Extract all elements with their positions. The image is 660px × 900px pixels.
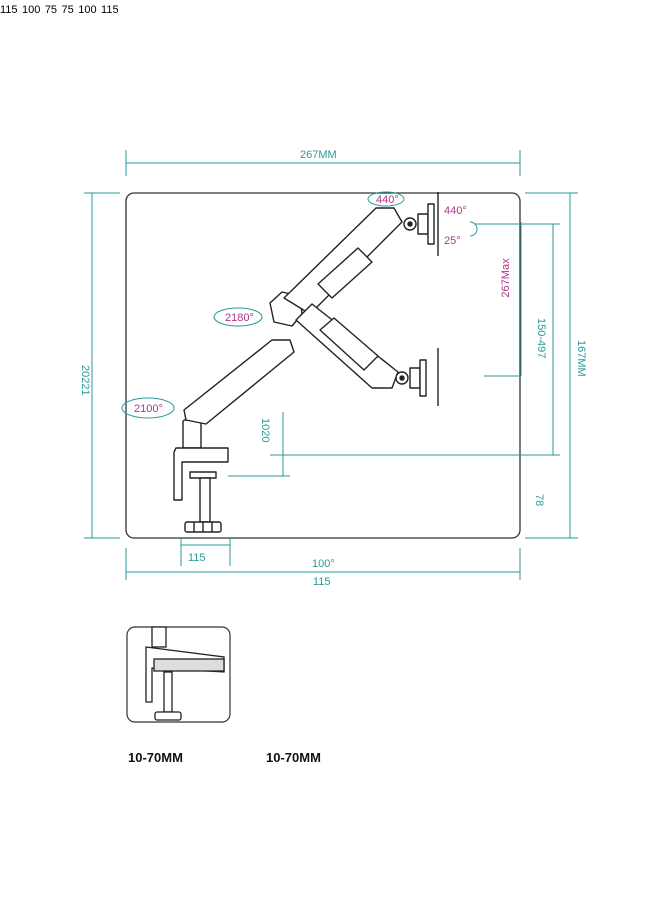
clamp-2-label: 10-70MM bbox=[266, 750, 321, 765]
rotation-indicators bbox=[121, 191, 478, 419]
base-rotation-label: 2100° bbox=[134, 403, 163, 415]
top-rotation-label: 440° bbox=[376, 194, 399, 206]
upper-arm-top-spring bbox=[317, 247, 373, 299]
clamp-detail-1 bbox=[126, 626, 231, 723]
reach-label: 267Max bbox=[500, 258, 512, 298]
tilt-down-label: 25° bbox=[444, 235, 461, 247]
top-rotation-icon bbox=[367, 191, 405, 207]
elbow-rotation-label: 2180° bbox=[225, 312, 254, 324]
base-width-dimension bbox=[180, 538, 231, 566]
left-height-label: 20221 bbox=[79, 365, 91, 396]
right-height-label: 167MM bbox=[575, 340, 587, 377]
vesa-right-115: 115 bbox=[101, 4, 119, 16]
tilt-up-label: 440° bbox=[444, 205, 467, 217]
bottom-monitor-head bbox=[395, 348, 439, 406]
top-monitor-head bbox=[403, 192, 439, 256]
top-width-dimension bbox=[125, 150, 521, 176]
base-rotation-icon bbox=[121, 397, 175, 419]
vesa-right-75: 75 bbox=[61, 4, 74, 16]
desk-offset-label: 78 bbox=[533, 494, 545, 506]
inner-height-label: 150-497 bbox=[535, 318, 547, 358]
right-height-dimension bbox=[525, 192, 578, 539]
lower-arm bbox=[183, 339, 295, 425]
post-height-label: 1020 bbox=[259, 418, 271, 442]
base-width-label: 115 bbox=[188, 552, 206, 564]
post-height-dimension bbox=[228, 412, 290, 477]
upper-arm-bottom-spring bbox=[319, 317, 379, 371]
bottom-width-dimension bbox=[125, 548, 521, 580]
vesa-top-100: 100 bbox=[22, 4, 41, 16]
elbow-rotation-icon bbox=[213, 307, 263, 327]
reach-dimension bbox=[484, 222, 522, 377]
bottom-115-label: 115 bbox=[313, 576, 331, 588]
bottom-100-label: 100° bbox=[312, 558, 335, 570]
clamp-1-label: 10-70MM bbox=[128, 750, 183, 765]
left-height-dimension bbox=[84, 192, 120, 539]
tilt-icon bbox=[469, 221, 478, 237]
vesa-top-75: 75 bbox=[44, 4, 58, 16]
inner-height-dimension bbox=[270, 223, 560, 456]
top-width-label: 267MM bbox=[300, 149, 337, 161]
vesa-top-115: 115 bbox=[0, 4, 18, 16]
workspace-frame bbox=[125, 192, 521, 539]
vesa-right-100: 100 bbox=[78, 4, 97, 16]
desk-clamp bbox=[173, 419, 229, 533]
monitor-arm bbox=[173, 192, 439, 533]
